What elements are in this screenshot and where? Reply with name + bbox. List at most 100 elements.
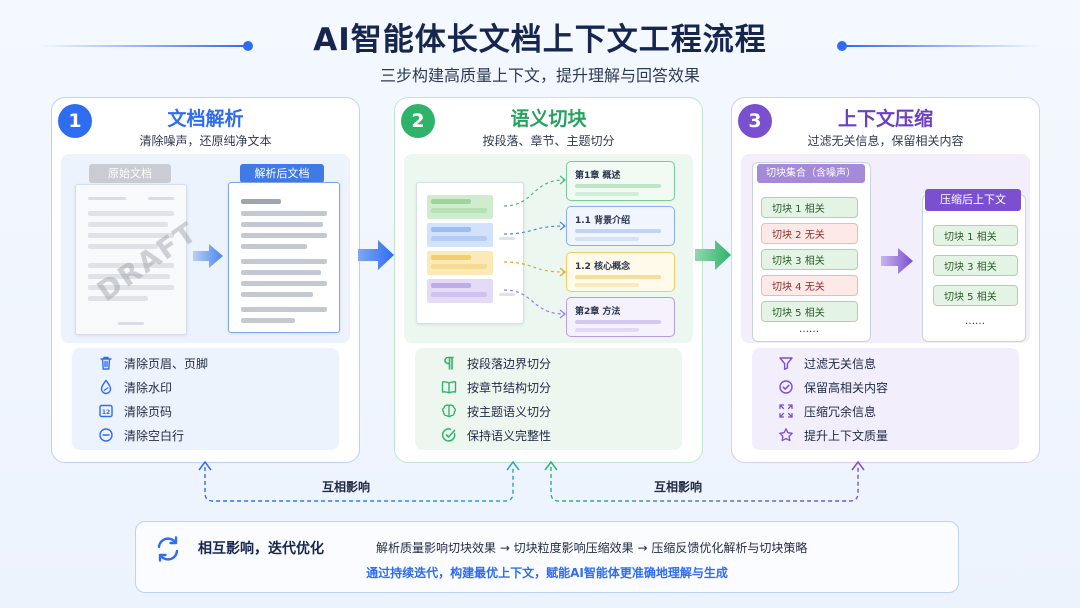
chunk-relevant: 切块 5 相关 [761,301,858,322]
feature-item: 过滤无关信息 [778,352,876,374]
page-number-icon: 12 [99,404,113,418]
arrow-right-icon [193,244,223,268]
chunk-label: 第2章 方法 [575,307,621,317]
chunk-box: 第2章 方法 [566,297,675,337]
step-2-subtitle: 按段落、章节、主题切分 [482,134,615,148]
chunk-irrelevant: 切块 4 无关 [761,275,858,296]
header-deco-line-right [845,45,1040,47]
step-2-panel: 2 语义切块 按段落、章节、主题切分 [394,97,703,463]
step-3-number: 3 [738,104,772,138]
minus-circle-icon [99,428,113,442]
summary-conclusion: 通过持续迭代，构建最优上下文，赋能AI智能体更准确地理解与生成 [366,566,728,580]
step-3-visual: 切块集合（含噪声） 切块 1 相关 切块 2 无关 切块 3 相关 切块 4 无… [741,154,1030,343]
step-1-number: 1 [58,104,92,138]
feature-label: 按段落边界切分 [467,356,552,371]
chunked-document [416,182,524,324]
chunk-label: 第1章 概述 [575,171,621,181]
filter-icon [779,357,793,370]
compress-icon [779,404,793,418]
arrow-right-icon [881,248,913,274]
feature-label: 压缩冗余信息 [804,404,877,419]
step-3-subtitle: 过滤无关信息，保留相关内容 [807,134,964,148]
step-3-feature-list: 过滤无关信息 保留高相关内容 压缩冗余信息 提升上下文质量 [752,348,1019,450]
draft-watermark: DRAFT [90,215,204,308]
feature-label: 清除水印 [124,380,173,395]
chunk-box: 第1章 概述 [566,161,675,201]
feature-label: 清除页码 [124,404,173,419]
output-set-label: 压缩后上下文 [925,189,1021,211]
step-1-visual: 原始文档 DRAFT 解析后文档 [61,154,350,343]
target-check-icon [441,428,456,442]
feature-item: 12 清除页码 [98,400,172,422]
chunk-connectors [503,175,566,319]
chunk-relevant: 切块 1 相关 [761,197,858,218]
mutual-influence-label-right: 互相影响 [654,480,703,494]
step-1-panel: 1 文档解析 清除噪声，还原纯净文本 原始文档 DRAFT 解析后文档 [51,97,360,463]
feature-label: 过滤无关信息 [804,356,877,371]
chunk-relevant: 切块 5 相关 [933,285,1018,306]
feature-item: 清除页眉、页脚 [98,352,208,374]
feature-label: 清除页眉、页脚 [124,356,209,371]
feature-label: 按主题语义切分 [467,404,552,419]
feature-label: 保持语义完整性 [467,428,552,443]
chunk-relevant: 切块 1 相关 [933,225,1018,246]
step-2-visual: 第1章 概述 1.1 背景介绍 1.2 核心概念 第2章 方法 [404,154,693,343]
summary-flow: 解析质量影响切块效果 → 切块粒度影响压缩效果 → 压缩反馈优化解析与切块策略 [376,541,808,555]
chunk-irrelevant: 切块 2 无关 [761,223,858,244]
input-set-label: 切块集合（含噪声） [757,164,865,183]
arrow-right-icon [358,240,394,270]
trash-icon [100,356,112,370]
mutual-influence-loops [198,460,865,502]
feature-item: 按主题语义切分 [441,400,551,422]
chunk-label: 1.1 背景介绍 [575,216,631,226]
header-deco-dot-right [837,41,847,51]
step-2-number: 2 [401,104,435,138]
feature-item: 按段落边界切分 [441,352,551,374]
original-doc-label: 原始文档 [89,164,171,183]
feature-item: 清除水印 [98,376,172,398]
refresh-cycle-icon [157,536,179,562]
svg-text:12: 12 [102,409,110,416]
mutual-influence-label-left: 互相影响 [322,480,371,494]
step-3-title: 上下文压缩 [837,108,933,130]
brain-icon [442,404,456,418]
chunk-relevant: 切块 3 相关 [761,249,858,270]
header-deco-line-left [40,45,245,47]
parsed-doc-label: 解析后文档 [240,164,324,183]
chunk-box: 1.1 背景介绍 [566,206,675,246]
feature-item: 清除空白行 [98,424,184,446]
step-1-title: 文档解析 [167,108,244,130]
water-drop-icon [100,379,112,395]
original-document: DRAFT [75,184,204,335]
chunk-box: 1.2 核心概念 [566,252,675,292]
page-subtitle: 三步构建高质量上下文，提升理解与回答效果 [379,66,700,85]
check-circle-icon [779,380,793,394]
feature-label: 清除空白行 [124,428,185,443]
feature-label: 提升上下文质量 [804,428,889,443]
feature-item: 保持语义完整性 [441,424,551,446]
step-1-feature-list: 清除页眉、页脚 清除水印 12 清除页码 清除空白行 [72,348,339,450]
step-2-feature-list: 按段落边界切分 按章节结构切分 按主题语义切分 保持语义完整性 [415,348,682,450]
page-title: AI智能体长文档上下文工程流程 [313,22,767,58]
feature-item: 压缩冗余信息 [778,400,876,422]
star-icon [779,428,793,442]
feature-label: 保留高相关内容 [804,380,889,395]
chunk-relevant: 切块 3 相关 [933,255,1018,276]
ellipsis: …… [799,324,819,335]
summary-box: 相互影响，迭代优化 解析质量影响切块效果 → 切块粒度影响压缩效果 → 压缩反馈… [135,521,959,593]
chunk-label: 1.2 核心概念 [575,262,631,272]
feature-item: 提升上下文质量 [778,424,888,446]
header-deco-dot-left [243,41,253,51]
step-3-panel: 3 上下文压缩 过滤无关信息，保留相关内容 切块集合（含噪声） 切块 1 相关 … [731,97,1040,463]
feature-label: 按章节结构切分 [467,380,552,395]
feature-item: 保留高相关内容 [778,376,888,398]
feature-item: 按章节结构切分 [441,376,551,398]
arrow-right-icon [695,240,731,270]
parsed-document [228,182,340,333]
summary-heading: 相互影响，迭代优化 [198,541,324,557]
pilcrow-icon [444,356,454,370]
step-2-title: 语义切块 [510,108,587,130]
ellipsis: …… [965,316,985,327]
book-icon [441,381,457,394]
step-1-subtitle: 清除噪声，还原纯净文本 [139,134,272,148]
